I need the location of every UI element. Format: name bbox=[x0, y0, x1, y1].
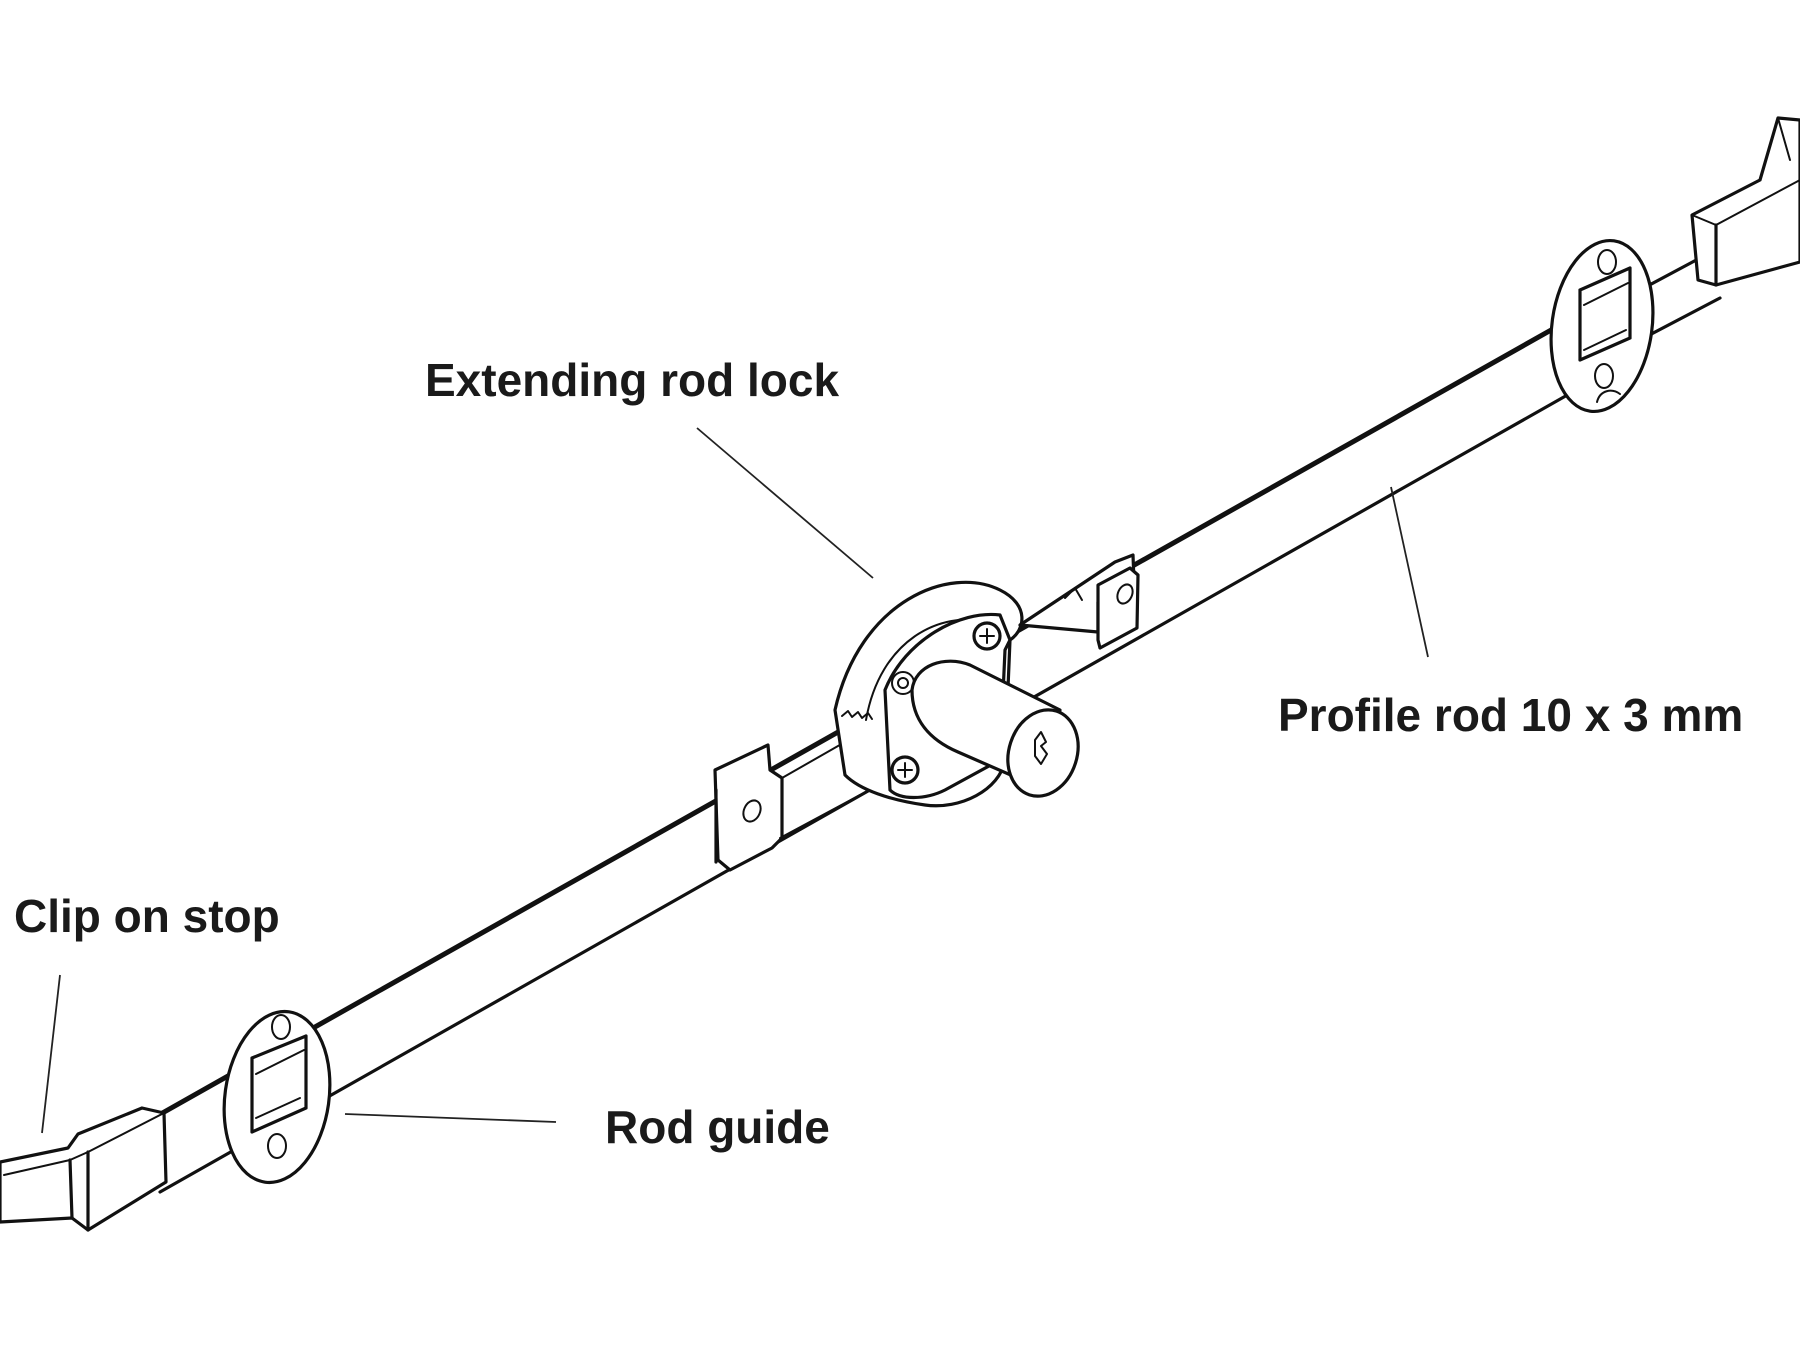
connector-left bbox=[713, 741, 861, 872]
leader-profile-rod bbox=[1390, 486, 1429, 658]
leader-extending-rod-lock bbox=[696, 427, 874, 579]
label-profile-rod: Profile rod 10 x 3 mm bbox=[1278, 689, 1744, 741]
label-clip-on-stop: Clip on stop bbox=[14, 890, 280, 942]
label-rod-guide: Rod guide bbox=[605, 1101, 830, 1153]
label-extending-rod-lock: Extending rod lock bbox=[425, 354, 840, 406]
clip-on-stop-left bbox=[0, 1106, 168, 1232]
leader-rod-guide bbox=[344, 1113, 557, 1123]
extending-rod-lock bbox=[833, 580, 1080, 808]
rod-guide-right bbox=[1549, 238, 1655, 414]
clip-on-stop-right bbox=[1690, 116, 1800, 287]
leader-clip-on-stop bbox=[41, 974, 61, 1134]
rod-guide-left bbox=[222, 1009, 332, 1185]
connector-right bbox=[1018, 553, 1140, 650]
